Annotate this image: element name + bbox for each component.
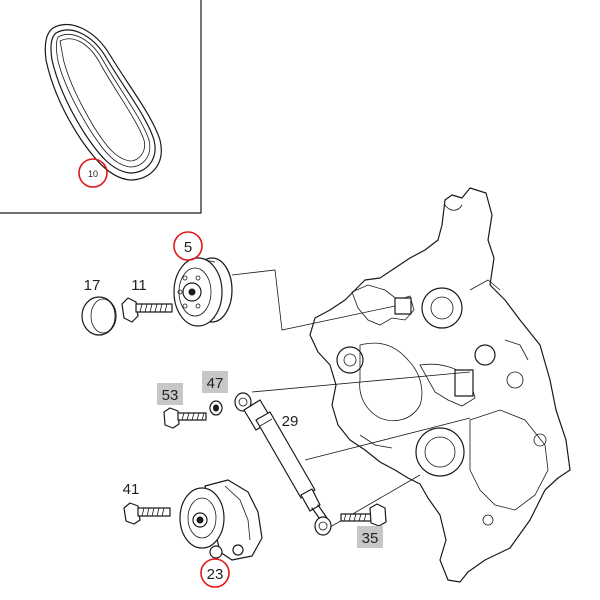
engine-front-cover xyxy=(309,187,571,583)
bolt-lower xyxy=(340,503,387,527)
callout-bolt-tensioner: 41 xyxy=(123,481,140,498)
drive-belt xyxy=(44,23,162,181)
tag-bg-bolt-lower xyxy=(357,526,383,548)
thermostat-housing xyxy=(454,369,474,397)
callout-washer: 47 xyxy=(207,375,224,392)
cap xyxy=(81,296,117,336)
washer xyxy=(209,400,223,416)
belt-inset: 10 xyxy=(0,0,202,214)
callout-ring-belt xyxy=(78,158,108,188)
callout-bolt-pulley: 11 xyxy=(131,277,147,294)
callout-ring-tensioner xyxy=(200,558,230,588)
tensioner xyxy=(179,479,263,561)
tag-bg-washer xyxy=(202,371,228,393)
damper-strut xyxy=(234,392,332,536)
callout-tensioner: 23 xyxy=(207,566,224,583)
callout-idler-pulley: 5 xyxy=(184,239,192,256)
water-pump-housing xyxy=(421,287,463,329)
bolt-damper xyxy=(163,407,207,429)
water-pump-outlet xyxy=(336,346,364,374)
idler-pulley xyxy=(173,257,233,327)
callout-cap: 17 xyxy=(84,277,101,294)
callout-bolt-lower: 35 xyxy=(362,530,379,547)
bolt-pulley xyxy=(121,297,173,323)
callout-bolt-damper: 53 xyxy=(162,387,179,404)
bolt-tensioner xyxy=(123,502,171,525)
callout-ring-idler-pulley xyxy=(173,231,203,261)
callout-belt: 10 xyxy=(88,169,98,179)
callout-damper: 29 xyxy=(282,413,299,430)
inset-frame xyxy=(0,0,202,214)
tag-bg-bolt-damper xyxy=(157,383,183,405)
block-boss xyxy=(394,297,412,315)
crank-seal-housing xyxy=(415,427,465,477)
